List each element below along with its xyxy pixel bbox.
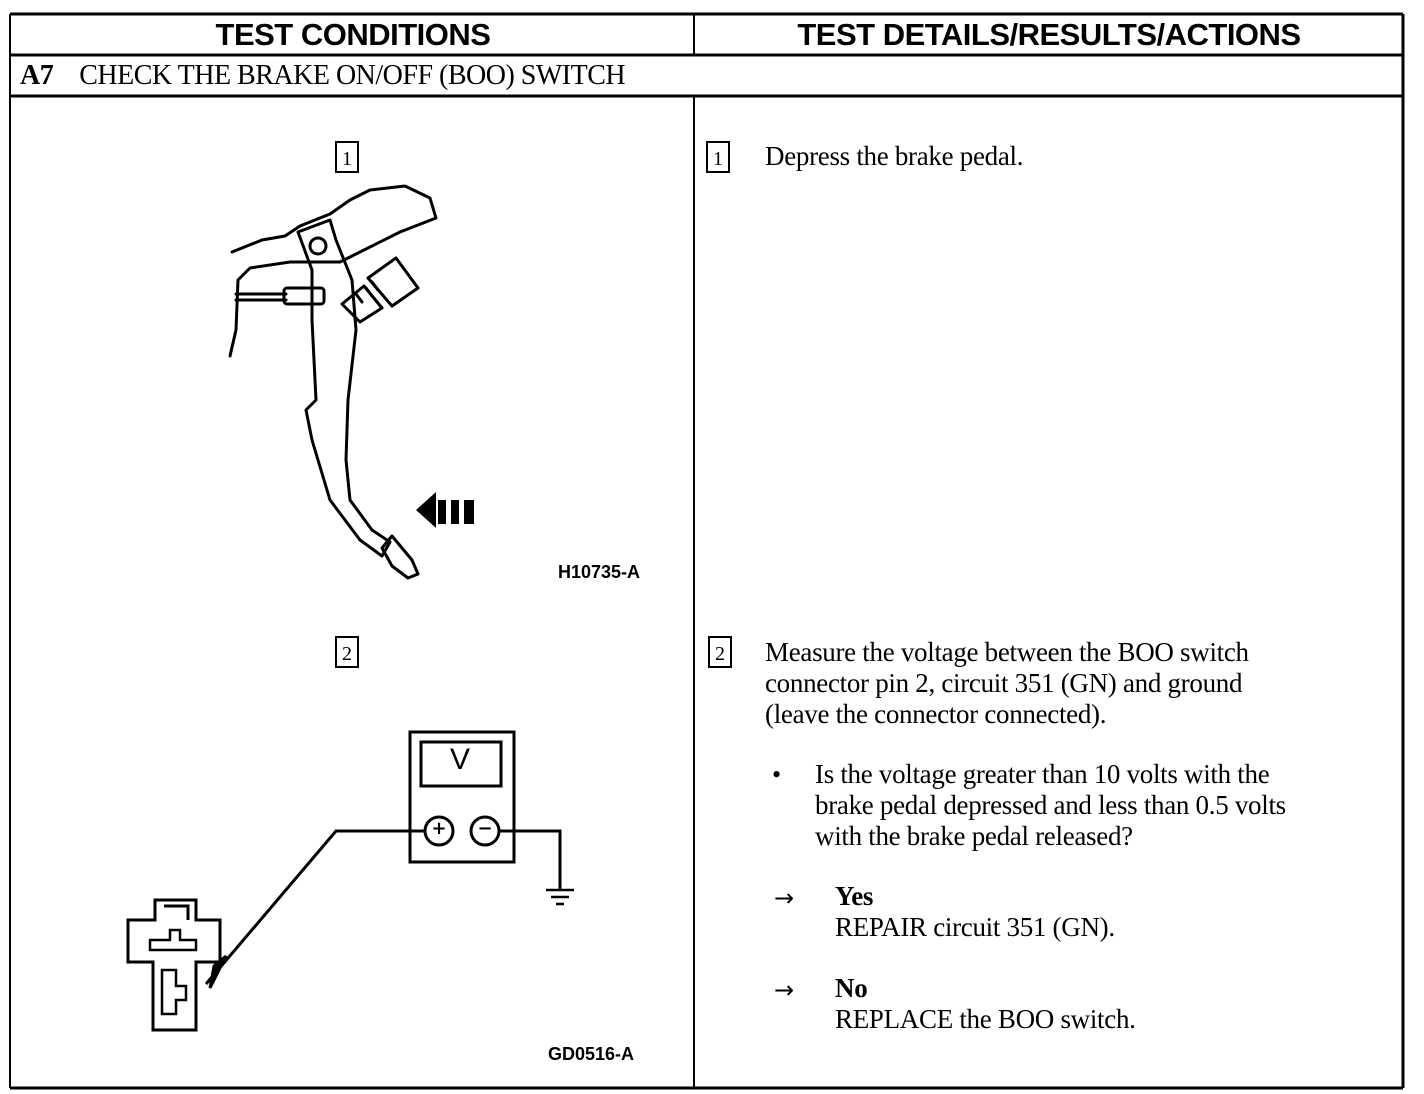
brake-pedal-illustration: [228, 184, 438, 580]
step-2-instruction-line-3: (leave the connector connected).: [765, 699, 1107, 729]
header-test-details: TEST DETAILS/RESULTS/ACTIONS: [797, 17, 1301, 52]
negative-lead: [499, 829, 562, 890]
boo-switch: [340, 256, 420, 324]
boo-connector: [126, 898, 222, 1032]
minus-symbol: −: [477, 818, 493, 839]
answer-no-action: REPLACE the BOO switch.: [835, 1004, 1136, 1034]
figure-code-2: GD0516-A: [548, 1044, 635, 1064]
header-test-conditions: TEST CONDITIONS: [215, 17, 491, 52]
question-line-2: brake pedal depressed and less than 0.5 …: [815, 790, 1286, 820]
voltmeter-label: V: [450, 743, 470, 776]
positive-lead: [204, 829, 425, 985]
left-step-2-box: 2: [335, 636, 359, 668]
figure-code-1: H10735-A: [558, 562, 641, 582]
answer-yes-action: REPAIR circuit 351 (GN).: [835, 912, 1115, 942]
question-bullet: •: [772, 760, 782, 789]
no-arrow-icon: →: [774, 976, 795, 1004]
voltmeter-body: [408, 730, 516, 864]
step-id: A7: [20, 60, 54, 91]
ground-symbol-icon: [546, 888, 574, 906]
pedal-arm: [296, 218, 392, 558]
voltmeter-display: [419, 740, 503, 788]
right-step-1-box: 1: [706, 141, 730, 173]
table-grid: [9, 12, 1405, 1090]
press-arrow: [416, 492, 474, 528]
pedal-pad: [380, 534, 420, 580]
pedal-bracket: [228, 184, 438, 358]
step-2-instruction-line-2: connector pin 2, circuit 351 (GN) and gr…: [765, 668, 1243, 698]
voltmeter-illustration: [126, 730, 574, 1032]
step-1-instruction: Depress the brake pedal.: [765, 141, 1024, 171]
push-rod: [234, 292, 288, 302]
yes-arrow-icon: →: [774, 884, 795, 912]
right-step-2-box: 2: [708, 636, 732, 668]
plus-symbol: +: [431, 818, 447, 839]
left-step-1-box: 1: [335, 141, 359, 173]
answer-yes-label: Yes: [835, 881, 874, 911]
pedal-pivot: [308, 236, 328, 256]
step-2-instruction-line-1: Measure the voltage between the BOO swit…: [765, 637, 1249, 667]
rod-clevis: [282, 286, 326, 306]
question-line-1: Is the voltage greater than 10 volts wit…: [815, 759, 1270, 789]
answer-no-label: No: [835, 973, 868, 1003]
step-title-row: A7 CHECK THE BRAKE ON/OFF (BOO) SWITCH: [20, 58, 626, 94]
step-title: CHECK THE BRAKE ON/OFF (BOO) SWITCH: [79, 60, 626, 91]
question-line-3: with the brake pedal released?: [815, 821, 1133, 851]
